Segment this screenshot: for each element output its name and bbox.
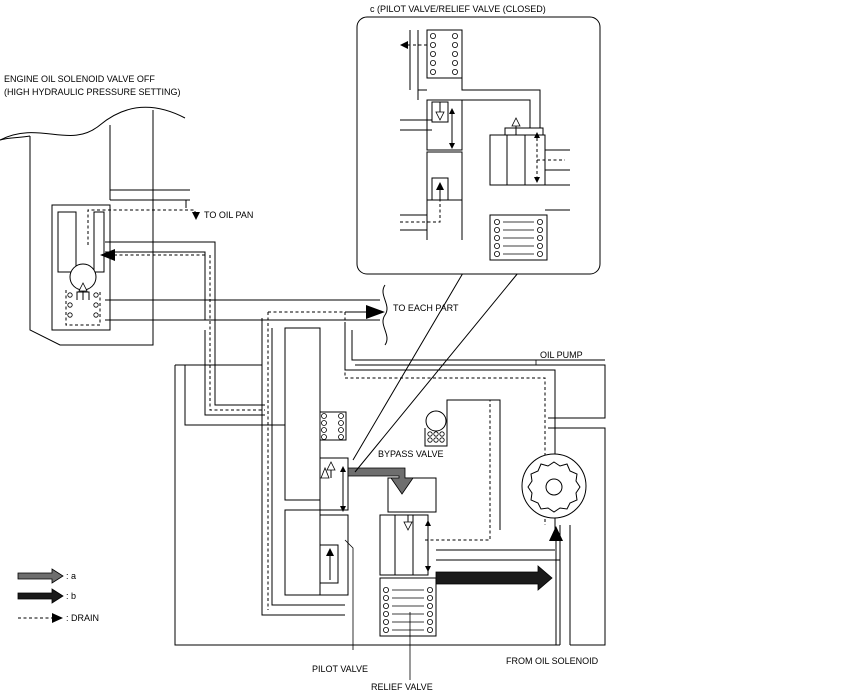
relief-valve-label: RELIEF VALVE [371, 682, 433, 692]
from-oil-solenoid-label: FROM OIL SOLENOID [506, 656, 599, 666]
legend-item-a: : a [17, 568, 76, 584]
legend-label-a: : a [66, 571, 76, 581]
oil-pump-section [174, 116, 606, 680]
pilot-valve-spool [319, 457, 349, 511]
detail-pilot-spring [429, 33, 458, 76]
bypass-valve-ball [425, 410, 447, 432]
pilot-valve-spring [321, 413, 344, 440]
engine-section [0, 106, 388, 346]
flow-b-arrow [435, 565, 553, 591]
detail-callout [352, 16, 601, 473]
relief-valve-spring [382, 587, 433, 634]
legend-label-b: : b [66, 591, 76, 601]
pressure-setting-label: (HIGH HYDRAULIC PRESSURE SETTING) [4, 87, 181, 97]
oil-pump-label: OIL PUMP [540, 350, 583, 360]
legend-label-drain: : DRAIN [66, 613, 99, 623]
to-each-part-label: TO EACH PART [393, 303, 459, 313]
bypass-valve-label: BYPASS VALVE [378, 449, 444, 459]
detail-relief-spring [493, 218, 544, 257]
detail-callout-frame [356, 16, 601, 275]
legend-item-b: : b [17, 588, 76, 604]
pilot-valve-body [284, 327, 321, 501]
detail-title-label: c (PILOT VALVE/RELIEF VALVE (CLOSED) [370, 4, 546, 14]
solenoid-state-label: ENGINE OIL SOLENOID VALVE OFF [4, 74, 155, 84]
relief-valve-spring-housing [379, 577, 437, 637]
legend: : a : b : DRAIN [17, 568, 99, 623]
legend-item-drain: : DRAIN [18, 613, 99, 623]
bypass-valve-spring [427, 431, 445, 443]
pilot-valve-label: PILOT VALVE [312, 664, 368, 674]
flow-a-arrow [347, 467, 414, 495]
detail-relief-body [489, 134, 546, 186]
to-oil-pan-label: TO OIL PAN [204, 210, 253, 220]
relief-valve-body [379, 514, 429, 576]
